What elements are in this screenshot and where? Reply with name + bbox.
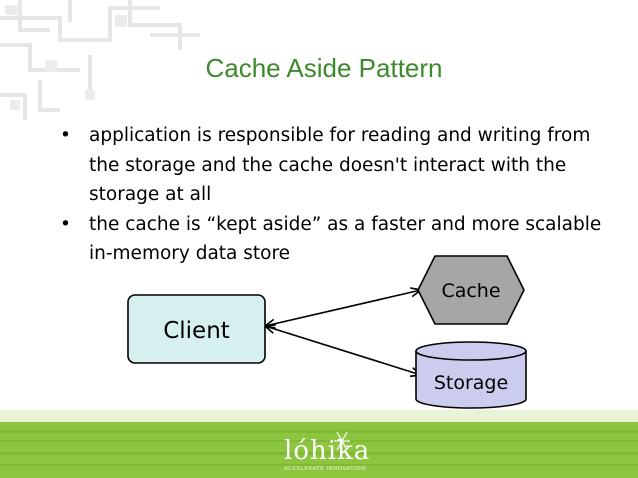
footer-logo: lóhika bbox=[284, 436, 371, 466]
bullet-marker: • bbox=[60, 125, 71, 146]
client-node: Client bbox=[127, 294, 266, 364]
bullet-text: the cache is “kept aside” as a faster an… bbox=[89, 213, 602, 265]
footer-band bbox=[0, 410, 638, 478]
cache-label: Cache bbox=[441, 280, 500, 302]
client-label: Client bbox=[163, 318, 230, 344]
bullet-marker: • bbox=[60, 213, 71, 235]
slide-title: Cache Aside Pattern bbox=[205, 53, 443, 83]
bullet-item: • the cache is “kept aside” as a faster … bbox=[60, 210, 620, 269]
bullet-text: application is responsible for reading a… bbox=[89, 125, 591, 205]
storage-node: Storage bbox=[415, 341, 527, 409]
storage-label: Storage bbox=[434, 372, 508, 394]
logo-star-icon bbox=[334, 431, 350, 451]
bullet-list: • application is responsible for reading… bbox=[60, 121, 620, 269]
cache-node: Cache bbox=[417, 255, 525, 325]
circuit-background-decoration bbox=[0, 0, 200, 120]
client-cache-arrow bbox=[265, 290, 421, 326]
footer-logo-tagline: ACCELERATE INNOVATION bbox=[284, 466, 366, 472]
bullet-item: • application is responsible for reading… bbox=[60, 121, 620, 210]
client-storage-arrow bbox=[265, 326, 421, 375]
